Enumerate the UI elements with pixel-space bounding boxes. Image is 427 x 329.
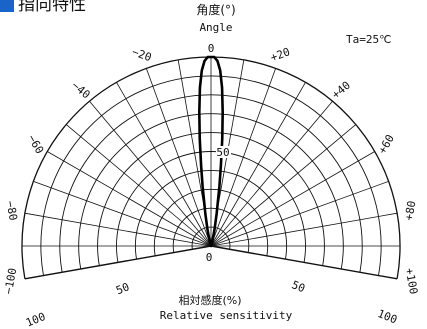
angle-tick-label: 0	[208, 42, 215, 55]
radius-label-left-50: 50	[114, 280, 131, 297]
radius-label-right-100: 100	[376, 307, 399, 326]
series-curve	[198, 55, 224, 248]
grid-radial-line	[47, 151, 212, 247]
radius-label-mid: 50	[216, 146, 229, 159]
angle-tick-label: −20	[130, 45, 153, 64]
grid-radial-line	[210, 245, 398, 280]
angle-tick-label: +100	[403, 267, 420, 295]
section-title: 指向特性	[18, 0, 86, 15]
grid-radial-line	[65, 124, 212, 247]
grid-radial-line	[210, 151, 375, 247]
mid-label-backing	[216, 146, 231, 158]
grid-radial-line	[24, 245, 212, 280]
angle-tick-label: −100	[2, 267, 19, 295]
radial-axis-label-jp: 相対感度(%)	[178, 293, 241, 307]
grid-radial-line	[89, 100, 212, 247]
angle-tick-label: +20	[269, 45, 292, 64]
angle-tick-label: +60	[376, 132, 397, 156]
grid-radial-line	[145, 68, 212, 247]
radius-label-center: 0	[206, 251, 213, 264]
polar-grid	[21, 56, 401, 280]
grid-radial-line	[116, 82, 212, 247]
radius-label-left-100: 100	[24, 310, 47, 329]
chart-title: 角度(°)	[196, 2, 235, 17]
grid-radial-line	[24, 212, 212, 247]
grid-radial-line	[33, 180, 212, 247]
grid-radial-line	[210, 82, 306, 247]
grid-radial-line	[210, 124, 357, 247]
radius-label-right-50: 50	[290, 278, 307, 295]
grid-radial-line	[210, 100, 333, 247]
radial-axis-label-en: Relative sensitivity	[160, 309, 293, 322]
angle-tick-label: −60	[25, 132, 46, 156]
angle-tick-label: −80	[3, 200, 19, 222]
chart-subtitle: Angle	[199, 21, 232, 34]
grid-radial-line	[210, 68, 277, 247]
grid-radial-line	[210, 180, 389, 247]
condition-label: Ta=25℃	[346, 33, 391, 46]
title-marker-square	[0, 0, 14, 12]
angle-tick-label: +40	[329, 79, 353, 102]
angle-tick-label: +80	[402, 200, 418, 222]
angle-tick-label: −40	[69, 79, 93, 102]
grid-radial-line	[210, 212, 398, 247]
